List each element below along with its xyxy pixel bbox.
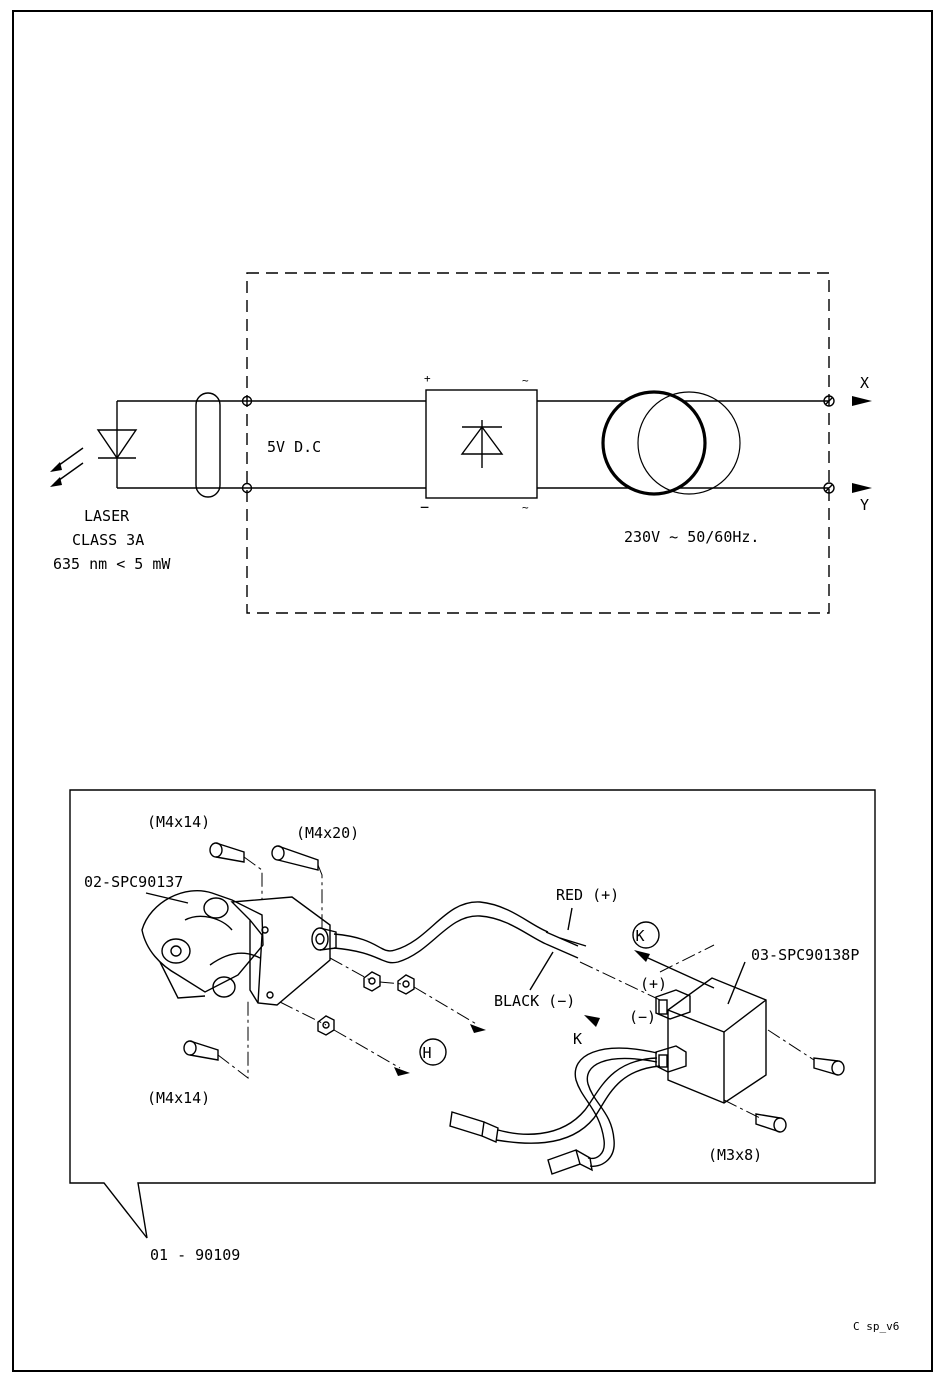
arrow-h-lower-icon [394, 1067, 410, 1076]
enclosure-boundary [247, 273, 829, 613]
polarity-minus-label: (−) [629, 1008, 656, 1026]
output-arrow-y-icon [852, 483, 872, 493]
laser-label-line1: LASER [84, 507, 130, 525]
screw-top-left-label: (M4x14) [147, 813, 210, 831]
callout-frame [70, 790, 875, 1238]
terminal-y-label: Y [860, 496, 869, 514]
detail-h-label: H [422, 1044, 431, 1062]
laser-label-line2: CLASS 3A [72, 531, 144, 549]
spade-terminal-icon [548, 1150, 592, 1174]
screw-m4x14-top-icon [210, 843, 244, 862]
polarity-plus-label: (+) [640, 975, 667, 993]
terminal-x-label: X [860, 374, 869, 392]
screw-m3x8-right-icon [814, 1058, 844, 1075]
screw-m3x8-bottom-icon [756, 1114, 786, 1132]
red-wire-label: RED (+) [556, 886, 619, 904]
rectifier-minus-label: − [420, 498, 429, 516]
nut-icon [318, 1016, 334, 1035]
laser-label-line3: 635 nm < 5 mW [53, 555, 171, 573]
screw-m4x20-icon [272, 846, 318, 870]
rectifier-ac-bottom-label: ~ [522, 501, 529, 514]
assembly-reference: 01 - 90109 [150, 1246, 240, 1264]
psu-part-number: 03-SPC90138P [751, 946, 859, 964]
screw-bottom-left-label: (M4x14) [147, 1089, 210, 1107]
dc-voltage-label: 5V D.C [267, 438, 321, 456]
laser-part-number: 02-SPC90137 [84, 873, 183, 891]
rectifier-plus-label: + [424, 372, 431, 385]
spade-terminal-icon [450, 1112, 498, 1142]
rectifier-diode-icon [462, 420, 502, 468]
arrow-h-upper-icon [470, 1024, 486, 1033]
nut-icon [364, 972, 380, 991]
detail-k-label: K [635, 927, 644, 945]
mains-voltage-label: 230V ~ 50/60Hz. [624, 528, 759, 546]
rectifier-ac-top-label: ~ [522, 374, 529, 387]
assembly-diagram: (M4x14) (M4x20) 02-SPC90137 RED (+) K 03… [70, 790, 875, 1264]
arrow-k-upper-icon [634, 950, 650, 962]
document-code: C sp_v6 [853, 1320, 899, 1333]
wiring-schematic: LASER CLASS 3A 635 nm < 5 mW 5V D.C + − … [50, 273, 872, 613]
nut-icon [398, 975, 414, 994]
transformer-icon [603, 392, 740, 494]
screw-m4x14-bottom-icon [184, 1041, 218, 1060]
detail-k-arrow-label: K [573, 1030, 582, 1048]
laser-diode-icon [50, 401, 136, 488]
arrow-k-lower-icon [584, 1015, 600, 1027]
black-wire-label: BLACK (−) [494, 992, 575, 1010]
laser-module-drawing [142, 891, 336, 1005]
cable-sheath [196, 393, 220, 497]
output-arrow-x-icon [852, 396, 872, 406]
power-supply-drawing [656, 978, 766, 1103]
screw-top-right-label: (M4x20) [296, 824, 359, 842]
screw-psu-label: (M3x8) [708, 1146, 762, 1164]
